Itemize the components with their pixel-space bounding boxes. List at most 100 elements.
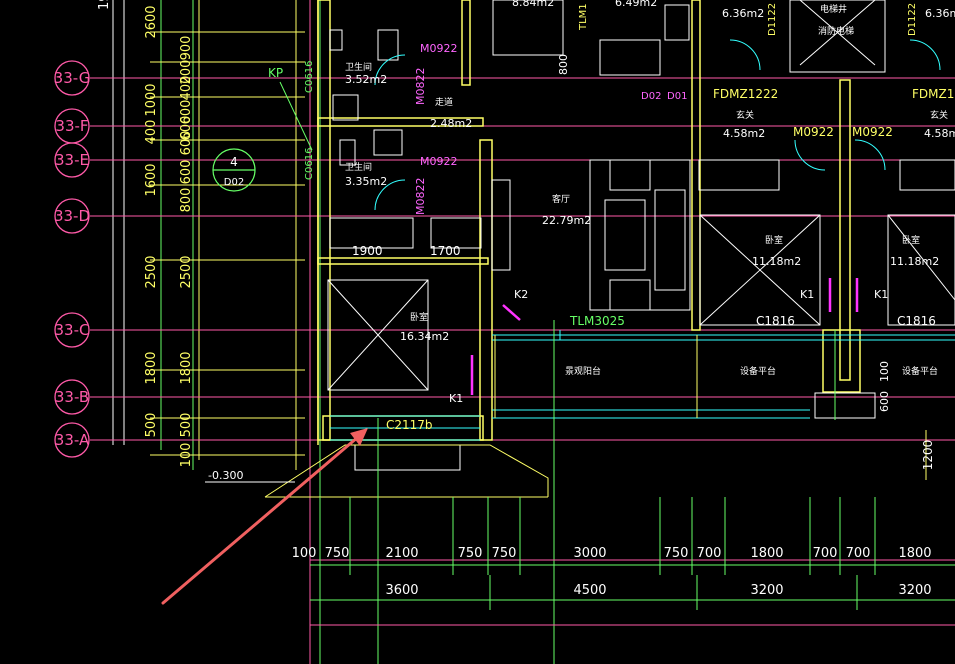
left-dim-inner: 600 — [179, 131, 194, 156]
bottom-dim: 100 — [292, 546, 317, 561]
room-area: 11.18m2 — [752, 255, 801, 268]
window-label: C1816 — [897, 314, 936, 328]
axis-label: 33-A — [55, 431, 90, 449]
door-label: M0922 — [793, 125, 834, 139]
left-dim-outer: 1800 — [144, 351, 159, 384]
bottom-dim-total: 3200 — [898, 583, 931, 598]
bottom-dim: 750 — [325, 546, 350, 561]
window-label: C1816 — [756, 314, 795, 328]
window-label: FDMZ1222 — [713, 87, 778, 101]
bottom-dimension-lines — [310, 430, 955, 626]
left-dim-inner: 1000 — [144, 83, 159, 116]
furniture-and-fixtures — [327, 0, 955, 471]
door-code: D01 — [667, 91, 687, 102]
window-label: C2117b — [386, 418, 433, 432]
left-dim-inner: 200 — [179, 60, 194, 85]
room-area: 22.79m2 — [542, 214, 591, 227]
bottom-dim: 700 — [813, 546, 838, 561]
room-name: 景观阳台 — [565, 365, 601, 377]
window-label: D1122 — [767, 3, 778, 36]
bottom-dim: 750 — [664, 546, 689, 561]
door-label: M0922 — [420, 155, 458, 168]
room-name: 卧室 — [765, 234, 783, 246]
axis-label: 33-E — [55, 151, 89, 169]
door-code: D02 — [641, 91, 661, 102]
room-name: 玄关 — [930, 109, 948, 121]
left-dim-inner: 900 — [179, 36, 194, 61]
room-name: 走道 — [435, 96, 453, 108]
green-guide-lines — [377, 320, 836, 664]
roof-outline — [205, 444, 549, 498]
left-dim-mid: 600 — [179, 116, 194, 141]
detail-mark-sheet: D02 — [224, 177, 244, 188]
top-area: 6.36m2 — [722, 7, 764, 20]
left-dim-outer: 2600 — [144, 5, 159, 38]
room-name: 卧室 — [410, 311, 428, 323]
bottom-dim: 1800 — [898, 546, 931, 561]
left-dim-outer: 500 — [144, 413, 159, 438]
dim-1200: 1200 — [921, 440, 935, 471]
room-name: 卫生间 — [345, 161, 372, 173]
door-label: M0822 — [414, 178, 427, 216]
left-dim-inner: 600 — [179, 100, 194, 125]
room-name: 设备平台 — [902, 365, 938, 377]
door-label: M0922 — [852, 125, 893, 139]
bottom-dim: 700 — [846, 546, 871, 561]
k1-label: K1 — [874, 288, 888, 301]
dim-100: 100 — [878, 361, 891, 382]
door-arcs — [374, 39, 941, 211]
door-swings — [470, 278, 859, 395]
bottom-dim-total: 4500 — [573, 583, 606, 598]
room-name: 卫生间 — [345, 61, 372, 73]
room-area: 3.52m2 — [345, 73, 387, 86]
window-label: TLM3025 — [569, 314, 625, 328]
room-area: 11.18m2 — [890, 255, 939, 268]
detail-mark — [212, 148, 256, 192]
k1-label: K1 — [449, 392, 463, 405]
dim-1900: 1900 — [352, 244, 383, 258]
top-corner-number: 19 — [97, 0, 112, 10]
door-label: M0922 — [420, 42, 458, 55]
room-name: 客厅 — [552, 193, 570, 205]
bottom-dim-total: 3600 — [385, 583, 418, 598]
bottom-dim: 3000 — [573, 546, 606, 561]
k2-label: K2 — [514, 288, 528, 301]
bottom-dim: 1800 — [750, 546, 783, 561]
elevator-text: 电梯井 — [820, 3, 847, 15]
top-area: 6.49m2 — [615, 0, 657, 9]
door-label: M0822 — [414, 68, 427, 106]
bottom-dim: 2100 — [385, 546, 418, 561]
room-name: 卧室 — [902, 234, 920, 246]
room-area: 16.34m2 — [400, 330, 449, 343]
room-area: 4.58m2 — [723, 127, 765, 140]
axis-bubbles — [54, 60, 90, 458]
left-dim-inner: 1800 — [179, 351, 194, 384]
axis-lines — [90, 77, 955, 441]
left-dim-inner: 800 — [179, 188, 194, 213]
room-name: 设备平台 — [740, 365, 776, 377]
room-area: 2.48m2 — [430, 117, 472, 130]
left-dim-outer: 2500 — [144, 255, 159, 288]
left-dim-inner: 400 — [179, 76, 194, 101]
top-area: 8.84m2 — [512, 0, 554, 9]
detail-mark-number: 4 — [230, 155, 238, 169]
bottom-dim: 750 — [458, 546, 483, 561]
bottom-dim: 750 — [492, 546, 517, 561]
left-dimension-ticks — [150, 31, 305, 456]
room-area: 4.58m2 — [924, 127, 955, 140]
kp-label: KP — [268, 66, 283, 80]
window-label: D1122 — [907, 3, 918, 36]
dim-600: 600 — [878, 391, 891, 412]
window-label: C0616 — [304, 61, 315, 93]
bottom-dim: 700 — [697, 546, 722, 561]
window-label: TLM1 — [578, 3, 589, 31]
axis-label: 33-D — [54, 207, 90, 225]
left-dim-inner: 500 — [179, 413, 194, 438]
bottom-dim-total: 3200 — [750, 583, 783, 598]
k1-label: K1 — [800, 288, 814, 301]
elevation-label: -0.300 — [208, 469, 243, 482]
left-dim-mid: 600 — [179, 160, 194, 185]
top-dim-800: 800 — [557, 54, 570, 75]
room-name: 玄关 — [736, 109, 754, 121]
